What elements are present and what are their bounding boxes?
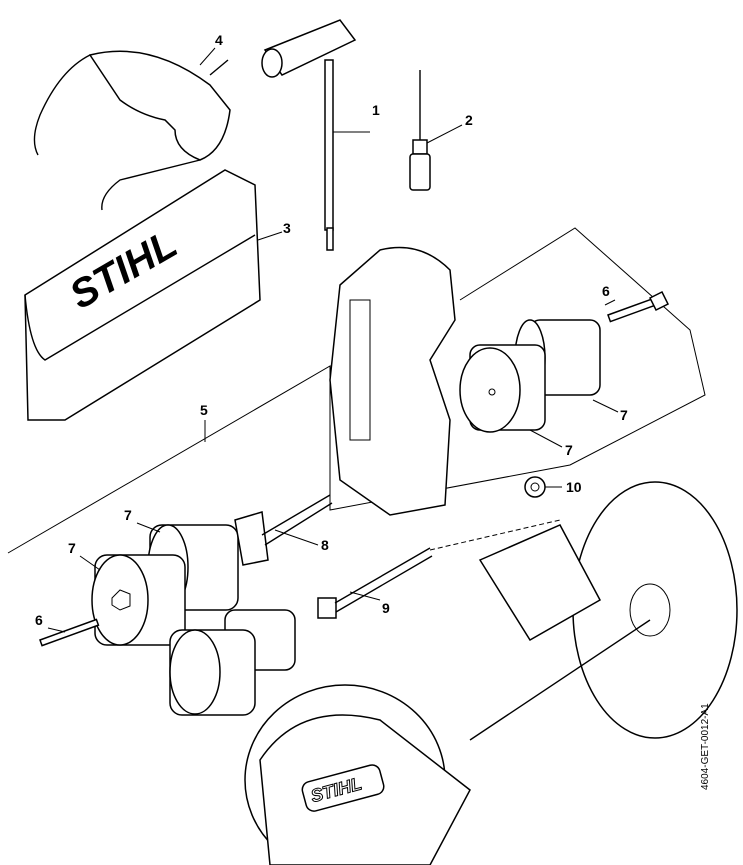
rollers-upper (459, 290, 670, 433)
callout-9: 9 (382, 600, 390, 616)
callout-7-upper-a: 7 (620, 407, 628, 423)
roller-bracket (329, 246, 456, 516)
callout-3: 3 (283, 220, 291, 236)
axle-bolt (317, 519, 561, 619)
callout-7-lower-a: 7 (124, 507, 132, 523)
callout-1: 1 (372, 102, 380, 118)
callout-8: 8 (321, 537, 329, 553)
tool-pouch (24, 169, 283, 421)
rollers-lower (39, 524, 296, 716)
kit-outline (7, 227, 706, 554)
wheel-cart: STIHL (244, 481, 738, 865)
callout-7-lower-b: 7 (68, 540, 76, 556)
callout-6-upper: 6 (602, 283, 610, 299)
callout-5: 5 (200, 402, 208, 418)
callout-6-lower: 6 (35, 612, 43, 628)
callout-7-upper-b: 7 (565, 442, 573, 458)
axle-plate (234, 494, 333, 566)
drawing-code: 4604-GET-0012-A1 (700, 703, 711, 790)
washer (524, 476, 546, 498)
callout-4: 4 (215, 32, 223, 48)
callout-2: 2 (465, 112, 473, 128)
screwdriver (409, 70, 463, 191)
callout-10: 10 (566, 479, 582, 495)
combination-wrench (261, 19, 370, 251)
safety-glasses (33, 50, 231, 211)
